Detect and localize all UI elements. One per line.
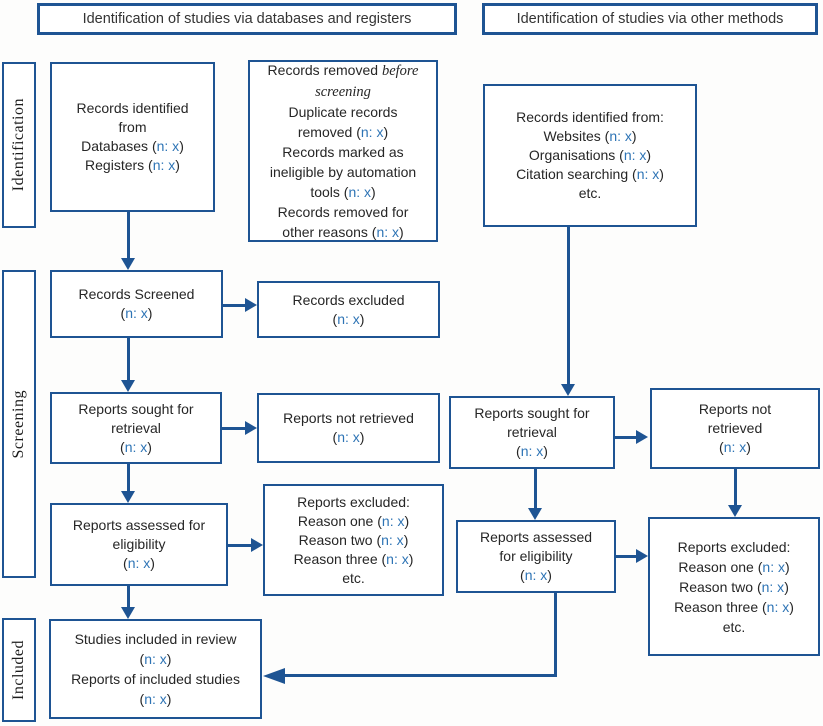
arrow-other-sought-to-assessed-line [533, 469, 537, 508]
arrow-other-assessed-to-included-head [263, 667, 285, 684]
stage-included-label: Included [10, 640, 27, 700]
header-other-methods: Identification of studies via other meth… [482, 3, 818, 35]
arrow-screened-to-sought-line [126, 338, 130, 380]
box-records-screened: Records Screened(n: x) [50, 270, 223, 338]
header-databases-registers: Identification of studies via databases … [37, 3, 457, 35]
arrow-other-assessed-to-excluded-line [616, 554, 636, 558]
arrow-assessed-to-included-line [126, 586, 130, 607]
arrow-sought-to-assessed-head [121, 491, 135, 503]
arrow-screened-to-excluded-head [245, 298, 257, 312]
stage-identification-label: Identification [10, 98, 27, 192]
box-reports-excluded-other: Reports excluded:Reason one (n: x)Reason… [648, 517, 820, 656]
arrow-other-assessed-to-included-vline [553, 593, 557, 677]
arrow-sought-to-not-retrieved-line [222, 426, 245, 430]
stage-screening: Screening [2, 270, 36, 578]
arrow-identified-to-screened-line [126, 212, 130, 258]
arrow-assessed-to-reports-excluded-line [228, 543, 251, 547]
arrow-other-not-retrieved-to-excluded-line [733, 469, 737, 505]
arrow-other-identified-to-sought-head [561, 384, 575, 396]
box-reports-not-retrieved-databases: Reports not retrieved(n: x) [257, 393, 440, 463]
box-studies-included: Studies included in review(n: x)Reports … [49, 619, 262, 719]
stage-included: Included [2, 618, 36, 722]
arrow-assessed-to-reports-excluded-head [251, 538, 263, 552]
arrow-other-sought-to-assessed-head [528, 508, 542, 520]
stage-screening-label: Screening [10, 389, 27, 459]
arrow-other-identified-to-sought-line [566, 227, 570, 384]
box-reports-excluded-databases: Reports excluded:Reason one (n: x)Reason… [263, 484, 444, 596]
stage-identification: Identification [2, 62, 36, 228]
arrow-other-assessed-to-included-hline [284, 674, 556, 677]
arrow-screened-to-excluded-line [223, 303, 245, 307]
arrow-other-assessed-to-excluded-head [636, 549, 648, 563]
box-records-excluded: Records excluded(n: x) [257, 281, 440, 338]
arrow-sought-to-not-retrieved-head [245, 421, 257, 435]
box-records-identified-other: Records identified from:Websites (n: x)O… [483, 84, 697, 227]
arrow-identified-to-screened-head [121, 258, 135, 270]
arrow-other-sought-to-not-retrieved-line [615, 435, 636, 439]
arrow-other-sought-to-not-retrieved-head [636, 430, 648, 444]
arrow-screened-to-sought-head [121, 380, 135, 392]
arrow-sought-to-assessed-line [126, 464, 130, 491]
arrow-assessed-to-included-head [121, 607, 135, 619]
arrow-other-not-retrieved-to-excluded-head [728, 505, 742, 517]
